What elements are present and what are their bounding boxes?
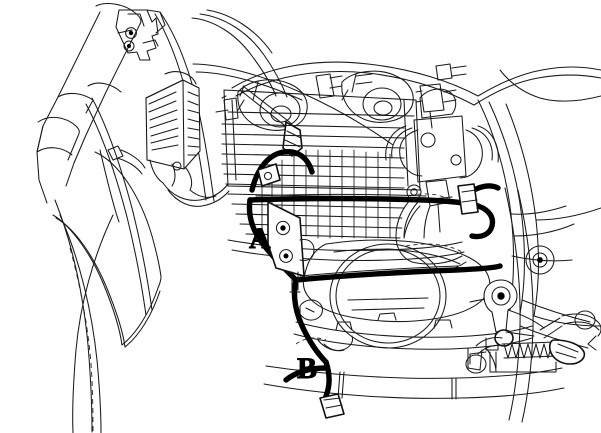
clutch-cover [302, 239, 555, 349]
callout-b-label: B [297, 352, 317, 385]
crash-bar-mounting-bracket [267, 201, 315, 293]
front-tire [54, 199, 114, 433]
callout-a: A [249, 222, 272, 256]
front-fork-tube [36, 3, 142, 204]
engine-misc-details [299, 63, 467, 321]
oil-cooler-hoses [162, 182, 230, 207]
callout-b: B [297, 352, 318, 386]
brake-lever-arm [465, 336, 557, 374]
engine-guard-crash-bar [246, 149, 503, 399]
footpeg [539, 310, 601, 351]
fork-triple-clamp [115, 9, 166, 61]
rear-brake-lever [483, 279, 545, 347]
front-fender [52, 149, 162, 348]
crankcase-sump [293, 312, 533, 352]
crash-bar-upper-tab [257, 163, 281, 187]
brake-return-spring [501, 339, 586, 365]
callout-a-label: A [249, 222, 271, 255]
crash-bar-bolt [406, 184, 422, 200]
frame-top-rail [191, 9, 394, 146]
tube-end-cap [319, 393, 345, 419]
crash-bar-clamp-right [457, 183, 479, 215]
spark-plug-lead [239, 85, 303, 157]
finned-oil-cooler [145, 71, 201, 191]
brake-cable-lines [85, 11, 215, 316]
